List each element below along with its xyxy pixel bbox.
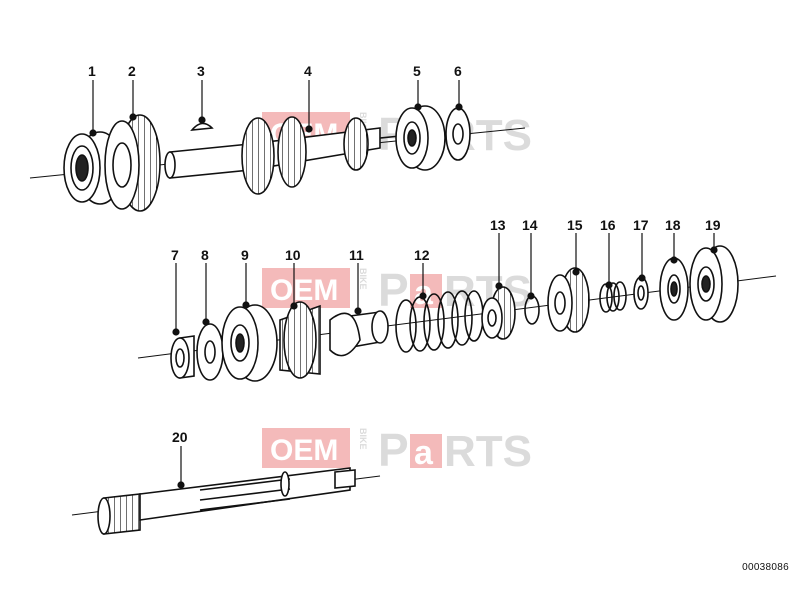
- part-20-splined-shaft: [71, 467, 381, 535]
- callout-9: 9: [241, 247, 250, 309]
- part-6-washer: [445, 107, 471, 161]
- part-9-bearing: [221, 304, 278, 382]
- svg-text:6: 6: [454, 63, 462, 79]
- svg-text:17: 17: [633, 217, 649, 233]
- callout-8: 8: [201, 247, 210, 326]
- svg-text:12: 12: [414, 247, 430, 263]
- part-1-bearing: [63, 131, 123, 205]
- callout-12: 12: [414, 247, 430, 300]
- svg-text:8: 8: [201, 247, 209, 263]
- svg-text:16: 16: [600, 217, 616, 233]
- callout-2: 2: [128, 63, 137, 121]
- svg-text:9: 9: [241, 247, 249, 263]
- svg-text:18: 18: [665, 217, 681, 233]
- svg-text:15: 15: [567, 217, 583, 233]
- callout-18: 18: [665, 217, 681, 264]
- callout-19: 19: [705, 217, 721, 254]
- svg-text:P: P: [378, 264, 409, 316]
- part-11-sleeve: [329, 310, 389, 357]
- part-17-washer: [633, 276, 649, 310]
- middle-shaft-assembly: [137, 245, 777, 382]
- catalog-number: 00038086: [742, 562, 789, 573]
- svg-text:4: 4: [304, 63, 312, 79]
- svg-text:RTS: RTS: [444, 427, 532, 476]
- callout-20: 20: [172, 429, 188, 489]
- part-13-gear: [481, 286, 516, 340]
- callout-7: 7: [171, 247, 180, 336]
- svg-text:3: 3: [197, 63, 205, 79]
- watermark-middle: OEM BIKE P a RTS: [262, 264, 532, 316]
- svg-text:14: 14: [522, 217, 538, 233]
- callout-10: 10: [285, 247, 301, 310]
- part-8-washer: [196, 323, 224, 381]
- svg-text:a: a: [414, 434, 434, 472]
- part-3-key: [190, 122, 214, 131]
- part-19-bearing: [689, 245, 739, 323]
- part-10-gear: [279, 301, 321, 379]
- svg-text:10: 10: [285, 247, 301, 263]
- svg-text:20: 20: [172, 429, 188, 445]
- callouts: 1 2 3 4 5 6 7 8 9 10 11 12 13 14 15 16 1…: [88, 63, 721, 489]
- top-shaft-assembly: [29, 105, 526, 212]
- svg-text:BIKE: BIKE: [358, 268, 368, 290]
- callout-4: 4: [304, 63, 313, 133]
- svg-text:13: 13: [490, 217, 506, 233]
- svg-text:11: 11: [349, 247, 364, 263]
- callout-3: 3: [197, 63, 206, 124]
- svg-text:OEM: OEM: [270, 434, 338, 467]
- callout-6: 6: [454, 63, 463, 111]
- svg-text:2: 2: [128, 63, 136, 79]
- callout-15: 15: [567, 217, 583, 276]
- part-7-bushing: [170, 335, 195, 379]
- part-15-gear: [547, 267, 590, 333]
- callout-14: 14: [522, 217, 538, 300]
- part-5-bearing: [395, 105, 446, 171]
- callout-16: 16: [600, 217, 616, 289]
- part-4-shaft: [164, 116, 401, 195]
- svg-text:P: P: [378, 424, 409, 476]
- part-2-gear: [104, 114, 161, 212]
- watermark-bottom: OEM BIKE P a RTS: [262, 424, 532, 476]
- svg-text:1: 1: [88, 63, 96, 79]
- callout-1: 1: [88, 63, 97, 137]
- callout-11: 11: [349, 247, 364, 315]
- part-18-bearing: [659, 257, 689, 321]
- svg-text:19: 19: [705, 217, 721, 233]
- part-12-spring: [395, 290, 484, 353]
- callout-17: 17: [633, 217, 649, 282]
- svg-text:BIKE: BIKE: [358, 428, 368, 450]
- callout-13: 13: [490, 217, 506, 290]
- svg-text:5: 5: [413, 63, 421, 79]
- svg-text:7: 7: [171, 247, 179, 263]
- callout-5: 5: [413, 63, 422, 111]
- svg-text:OEM: OEM: [270, 274, 338, 307]
